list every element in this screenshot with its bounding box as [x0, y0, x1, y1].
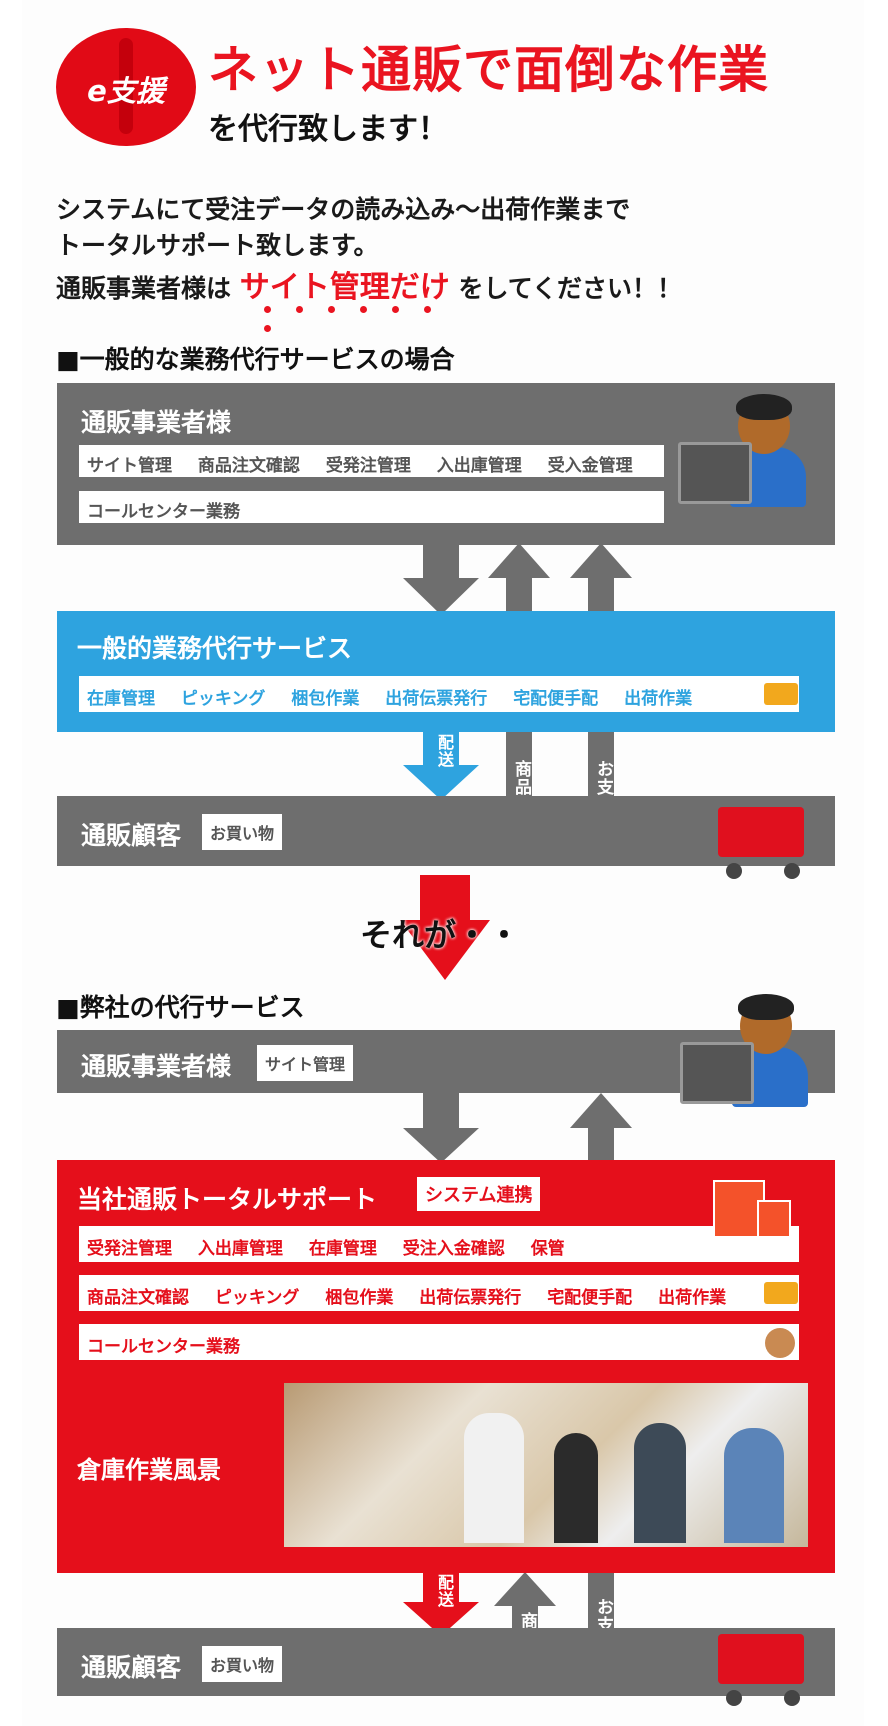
- general-merchant-items-box: サイト管理 商品注文確認 受発注管理 入出庫管理 受入金管理: [79, 445, 664, 477]
- intro-line-3: 通販事業者様は サイト管理だけ をしてください！！: [56, 262, 682, 306]
- our-row1-box: 受発注管理 入出庫管理 在庫管理 受注入金確認 保管: [79, 1226, 799, 1262]
- our-merchant-tag: サイト管理: [257, 1045, 354, 1081]
- down-arrow-icon: [403, 1093, 479, 1163]
- person-at-computer-icon: [680, 992, 810, 1122]
- list-item: 受発注管理: [87, 1239, 172, 1259]
- up-arrow-order-icon: [512, 1606, 538, 1628]
- our-section-title: ■弊社の代行サービス: [56, 993, 305, 1022]
- list-item: 出荷作業: [658, 1288, 727, 1308]
- list-item: ピッキング: [180, 689, 266, 709]
- intro-highlight: サイト管理だけ: [239, 270, 450, 305]
- our-customer-tag: お買い物: [202, 1646, 283, 1682]
- our-support-title: 当社通販トータルサポート: [77, 1185, 378, 1214]
- general-merchant-items: サイト管理 商品注文確認 受発注管理 入出庫管理 受入金管理: [87, 451, 653, 476]
- delivery-arrow-icon: [403, 732, 479, 800]
- truck-icon: [764, 1282, 798, 1304]
- badge-text: e支援: [87, 74, 165, 108]
- list-item: 商品注文確認: [87, 1288, 189, 1308]
- general-merchant-extra: コールセンター業務: [87, 502, 240, 522]
- general-agency-title: 一般的業務代行サービス: [77, 634, 353, 663]
- intro-line-3-before: 通販事業者様は: [56, 274, 232, 303]
- intro-line-2: トータルサポート致します。: [56, 231, 379, 260]
- list-item: 宅配便手配: [513, 689, 599, 709]
- list-item: 出荷伝票発行: [419, 1288, 522, 1308]
- list-item: 受入金管理: [547, 456, 633, 476]
- general-agency-items-box: 在庫管理 ピッキング 梱包作業 出荷伝票発行 宅配便手配 出荷作業: [79, 676, 799, 712]
- list-item: 在庫管理: [87, 689, 155, 709]
- our-customer-title: 通販顧客: [81, 1653, 182, 1682]
- emphasis-dots: [264, 298, 484, 332]
- list-item: 出荷伝票発行: [385, 689, 488, 709]
- transition-arrow-icon: [400, 875, 490, 980]
- general-customer-tag: お買い物: [202, 814, 283, 850]
- warehouse-label: 倉庫作業風景: [77, 1456, 221, 1484]
- shopping-bags-icon: [707, 1174, 797, 1238]
- intro-line-1: システムにて受注データの読み込み〜出荷作業まで: [56, 195, 631, 224]
- list-item: 在庫管理: [308, 1239, 377, 1259]
- list-item: 入出庫管理: [197, 1239, 283, 1259]
- e-support-badge: e支援: [56, 28, 196, 146]
- truck-icon: [764, 683, 798, 705]
- list-item: ピッキング: [214, 1288, 300, 1308]
- general-agency-items: 在庫管理 ピッキング 梱包作業 出荷伝票発行 宅配便手配 出荷作業: [87, 684, 712, 709]
- general-agency-band: 一般的業務代行サービス 在庫管理 ピッキング 梱包作業 出荷伝票発行 宅配便手配…: [57, 611, 835, 732]
- list-item: 入出庫管理: [436, 456, 522, 476]
- list-item: 受注入金確認: [402, 1239, 505, 1259]
- down-arrow-icon: [403, 545, 479, 615]
- general-section-title: ■一般的な業務代行サービスの場合: [56, 345, 455, 374]
- transition-text: それが・・: [360, 916, 521, 954]
- our-delivery-label: 配送: [435, 1574, 454, 1608]
- list-item: 保管: [530, 1239, 565, 1259]
- general-merchant-extra-box: コールセンター業務: [79, 491, 664, 523]
- our-row3-item: コールセンター業務: [87, 1337, 240, 1357]
- delivery-arrow-icon: [403, 1573, 479, 1636]
- list-item: 宅配便手配: [547, 1288, 633, 1308]
- general-delivery-label: 配送: [435, 734, 454, 768]
- general-customer-band: 通販顧客 お買い物: [57, 796, 835, 866]
- list-item: 商品注文確認: [197, 456, 300, 476]
- our-row3-box: コールセンター業務: [79, 1324, 799, 1360]
- list-item: サイト管理: [87, 456, 172, 476]
- list-item: 出荷作業: [624, 689, 693, 709]
- list-item: 受発注管理: [325, 456, 411, 476]
- general-merchant-title: 通販事業者様: [81, 408, 232, 437]
- our-merchant-title: 通販事業者様: [81, 1052, 232, 1081]
- operator-icon: [765, 1328, 795, 1358]
- exclamation-bar-icon: [119, 38, 133, 134]
- our-row1-items: 受発注管理 入出庫管理 在庫管理 受注入金確認 保管: [87, 1234, 585, 1259]
- our-row2-box: 商品注文確認 ピッキング 梱包作業 出荷伝票発行 宅配便手配 出荷作業: [79, 1275, 799, 1311]
- intro-line-3-after: をしてください！！: [458, 274, 682, 303]
- our-support-tag: システム連携: [417, 1177, 541, 1211]
- warehouse-photo: [284, 1383, 808, 1547]
- general-customer-title: 通販顧客: [81, 821, 182, 850]
- shopping-cart-icon: [700, 1612, 810, 1712]
- person-at-computer-icon: [678, 392, 808, 522]
- headline: ネット通販で面倒な作業: [208, 41, 769, 99]
- our-customer-band: 通販顧客 お買い物: [57, 1628, 835, 1696]
- subheadline: を代行致します！: [208, 112, 448, 147]
- our-row2-items: 商品注文確認 ピッキング 梱包作業 出荷伝票発行 宅配便手配 出荷作業: [87, 1283, 746, 1308]
- shopping-cart-icon: [700, 785, 810, 885]
- list-item: 梱包作業: [325, 1288, 394, 1308]
- list-item: 梱包作業: [291, 689, 360, 709]
